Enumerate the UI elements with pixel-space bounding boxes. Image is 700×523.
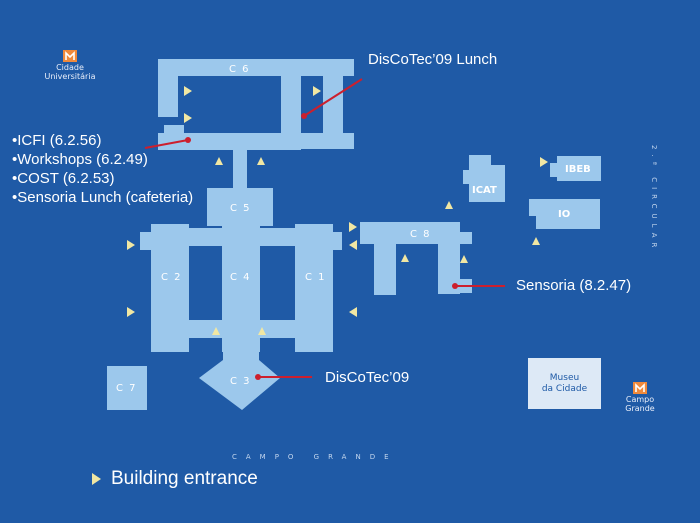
museu-da-cidade[interactable]: Museu da Cidade [528,358,601,409]
bridge-c2-c4-bottom [188,320,223,338]
annotation-discotec-lunch: DisCoTec’09 Lunch [368,51,498,68]
legend: Building entrance [86,468,258,490]
annotation-item-cost: •COST (6.2.53) [12,170,115,187]
label-c6: C 6 [229,64,250,75]
bridge-c2-c4-top [188,228,223,246]
metro-cidade-universitaria[interactable]: Cidade Universitária [44,50,96,81]
entrance-marker [127,307,135,317]
leader-lines [144,78,505,380]
building-ibeb-wing [550,163,559,177]
leader-line-icfi [144,139,189,149]
label-c8: C 8 [410,229,431,240]
walkway-c6-c5 [233,150,247,188]
building-c1[interactable] [295,224,333,352]
entrance-marker [445,201,453,209]
label-c1: C 1 [305,272,326,283]
label-c2: C 2 [161,272,182,283]
metro-label-line2: Grande [625,404,655,413]
entrance-marker [401,254,409,262]
entrance-marker [540,157,548,167]
entrance-marker [258,327,266,335]
label-ibeb: IBEB [565,164,591,175]
metro-label-line2: Universitária [44,72,96,81]
metro-icon [63,50,77,62]
building-io[interactable] [536,199,600,229]
leader-dot-lunch [301,113,307,119]
building-c4[interactable] [222,224,260,352]
label-io: IO [558,209,570,220]
entrance-marker [212,327,220,335]
entrance-marker [215,157,223,165]
building-icat[interactable] [463,155,505,202]
entrance-marker [532,237,540,245]
annotation-item-icfi: •ICFI (6.2.56) [12,132,102,149]
leader-dot-sensoria [452,283,458,289]
metro-label-line1: Campo [625,395,655,404]
entrance-marker [460,255,468,263]
entrance-markers [127,86,548,335]
bridge-c4-c1-bottom [259,320,296,338]
entrance-marker [349,307,357,317]
entrance-marker [349,240,357,250]
leader-dot-discotec [255,374,261,380]
annotation-sensoria: Sensoria (8.2.47) [516,277,632,294]
label-icat: ICAT [472,185,497,196]
entrance-marker [184,86,192,96]
building-c6[interactable] [158,59,354,150]
leader-dot-icfi [185,137,191,143]
label-c5: C 5 [230,203,251,214]
entrance-marker [257,157,265,165]
building-ibeb[interactable] [557,156,601,181]
building-c8[interactable] [360,222,472,295]
building-c1-wing [332,232,342,250]
bridge-c4-c1-top [259,228,296,246]
legend-label: Building entrance [111,468,258,489]
annotation-item-workshops: •Workshops (6.2.49) [12,151,148,168]
annotation-list-c6: •ICFI (6.2.56) •Workshops (6.2.49) •COST… [12,131,193,207]
building-c2-wing [140,232,152,250]
metro-campo-grande[interactable]: Campo Grande [622,382,658,413]
label-c4: C 4 [230,272,251,283]
annotation-discotec: DisCoTec’09 [325,369,410,386]
street-2a-circular: 2.ª CIRCULAR [650,145,658,252]
building-io-wing [529,199,539,216]
museum-label-line1: Museu [549,372,580,383]
entrance-marker [127,240,135,250]
metro-label-line1: Cidade [56,63,84,72]
entrance-marker [349,222,357,232]
building-c7[interactable] [107,366,147,410]
label-c7: C 7 [116,383,137,394]
building-c3[interactable] [199,346,280,410]
building-c2[interactable] [151,224,189,352]
leader-line-lunch [303,78,363,117]
metro-icon [633,382,647,394]
annotation-item-sensoria-lunch: •Sensoria Lunch (cafeteria) [12,189,194,206]
entrance-marker [313,86,321,96]
label-c3: C 3 [230,376,251,387]
entrance-marker [184,113,192,123]
building-c5[interactable] [207,188,273,226]
museum-label-line2: da Cidade [541,383,588,394]
entrance-legend-icon [92,473,101,485]
street-campo-grande: CAMPO GRANDE [232,453,398,461]
